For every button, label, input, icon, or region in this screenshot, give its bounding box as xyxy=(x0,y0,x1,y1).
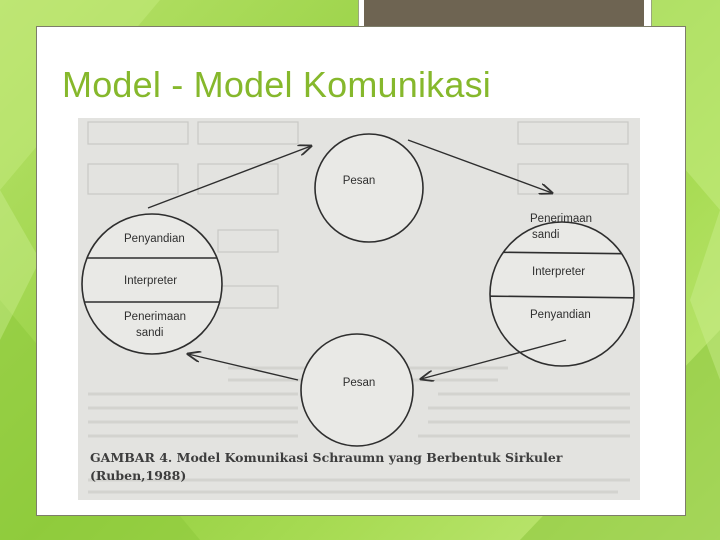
slide-title: Model - Model Komunikasi xyxy=(62,64,491,106)
right-segment-decoding-2: sandi xyxy=(532,229,560,241)
top-message-label: Pesan xyxy=(343,175,376,187)
left-segment-decoding-2: sandi xyxy=(136,327,164,339)
left-segment-interpreter: Interpreter xyxy=(124,275,177,287)
arrow-top-to-right xyxy=(408,140,552,193)
right-segment-encoding: Penyandian xyxy=(530,309,591,321)
left-segment-decoding-1: Penerimaan xyxy=(124,311,186,323)
left-segment-encoding: Penyandian xyxy=(124,233,185,245)
figure-caption-source: (Ruben,1988) xyxy=(90,468,186,483)
right-node-circle xyxy=(478,222,640,366)
bottom-message-label: Pesan xyxy=(343,377,376,389)
right-segment-decoding-1: Penerimaan xyxy=(530,213,592,225)
right-segment-interpreter: Interpreter xyxy=(532,266,585,278)
figure-caption: GAMBAR 4. Model Komunikasi Schraumn yang… xyxy=(90,450,563,465)
diagram-image: Pesan Pesan Penyandian Interpreter Pener… xyxy=(78,118,640,500)
bottom-message-circle xyxy=(301,334,413,446)
top-message-circle xyxy=(315,134,423,242)
arrow-left-to-top xyxy=(148,146,311,208)
